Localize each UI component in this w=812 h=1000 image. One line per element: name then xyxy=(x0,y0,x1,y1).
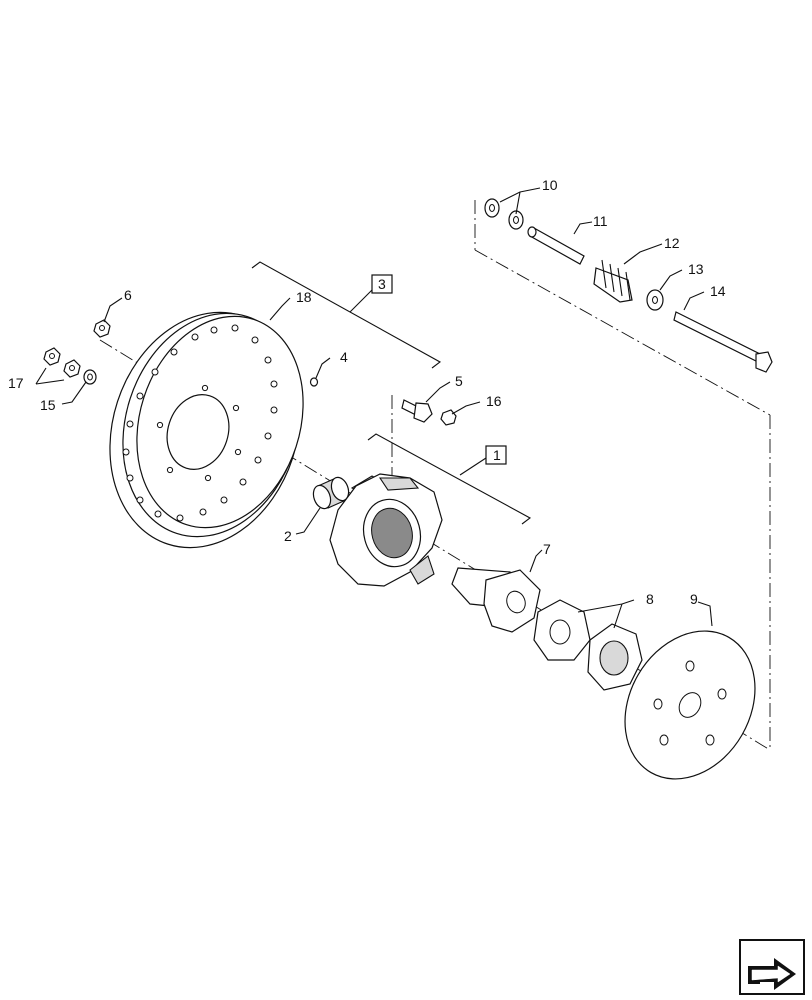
callout-1: 1 xyxy=(493,447,501,463)
callout-6: 6 xyxy=(124,287,132,303)
tube-part-11 xyxy=(527,226,585,265)
callout-5: 5 xyxy=(455,373,463,389)
hub-part-1 xyxy=(329,473,443,587)
plate-part-9 xyxy=(624,630,756,780)
pin-part-4 xyxy=(309,377,319,387)
washers-part-10 xyxy=(484,198,524,230)
bolt-part-5 xyxy=(401,399,433,423)
callout-13: 13 xyxy=(688,261,704,277)
bushing-part-2 xyxy=(312,476,350,510)
sleeve-part-7 xyxy=(451,567,541,633)
callout-7: 7 xyxy=(543,541,551,557)
callout-3: 3 xyxy=(378,276,386,292)
callout-12: 12 xyxy=(664,235,680,251)
callout-8: 8 xyxy=(646,591,654,607)
nuts-part-17 xyxy=(43,347,81,378)
pulley-bolt-holes xyxy=(122,324,278,522)
washer-part-15 xyxy=(83,369,97,385)
callout-3-box xyxy=(371,274,393,294)
group-3-bracket xyxy=(251,261,442,369)
navigation-arrow-icon[interactable] xyxy=(739,939,805,995)
callout-labels: 10 11 12 13 14 6 18 4 5 16 17 15 2 7 8 9… xyxy=(8,177,726,607)
washer-part-13 xyxy=(646,289,664,311)
pulley-part-18 xyxy=(109,311,304,549)
callout-17: 17 xyxy=(8,375,24,391)
callout-1-box xyxy=(485,445,507,465)
leader-lines xyxy=(35,187,713,629)
callout-2: 2 xyxy=(284,528,292,544)
callout-10: 10 xyxy=(542,177,558,193)
nut-part-6 xyxy=(93,319,111,338)
clutch-discs-part-8 xyxy=(533,599,643,691)
callout-9: 9 xyxy=(690,591,698,607)
bolt-part-14 xyxy=(673,311,773,373)
group-1-bracket xyxy=(367,433,532,525)
callout-18: 18 xyxy=(296,289,312,305)
callout-4: 4 xyxy=(340,349,348,365)
callout-15: 15 xyxy=(40,397,56,413)
callout-14: 14 xyxy=(710,283,726,299)
nut-part-16 xyxy=(440,409,457,426)
callout-16: 16 xyxy=(486,393,502,409)
callout-11: 11 xyxy=(593,213,608,229)
spring-part-12 xyxy=(593,259,633,303)
